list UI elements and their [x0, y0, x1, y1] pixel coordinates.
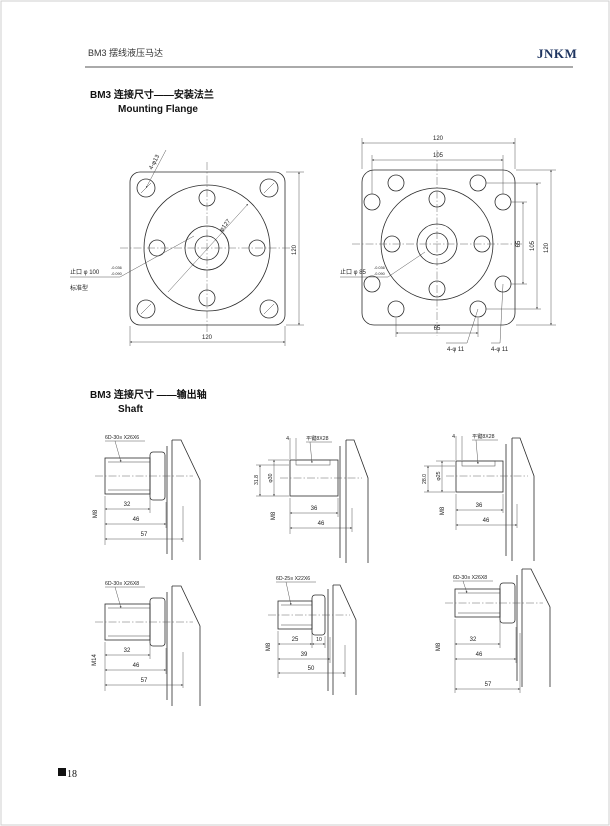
dim-length-1: 32 — [124, 502, 131, 508]
thread-size: M8 — [266, 642, 272, 651]
dim-length-2: 46 — [133, 663, 140, 669]
spline-spec: 6D-30≡ X26X8 — [105, 581, 139, 587]
dim-v-outer: 120 — [544, 242, 550, 253]
shaft-drawing-spline-1: 32 46 57 M8 6D-30≡ X26X6 — [93, 435, 201, 560]
flange-section-title-cn: BM3 连接尺寸——安装法兰 — [90, 88, 214, 101]
page-footer: 18 — [58, 768, 77, 780]
dim-length-1: 25 — [292, 637, 299, 643]
holes-leader-2 — [491, 283, 504, 344]
pilot-tol-upper: -0.036 — [111, 266, 122, 270]
shaft-drawing-spline-2: 32 46 57 M14 6D-30≡ X26X8 — [92, 581, 201, 706]
dim-length-1: 32 — [124, 648, 131, 654]
page-number: 18 — [67, 769, 77, 780]
flange-outline — [129, 171, 286, 326]
thread-size: M8 — [436, 642, 442, 651]
dim-hole-span: 105 — [433, 153, 444, 159]
dim-length-2: 46 — [318, 521, 325, 527]
spline-spec: 6D-25≡ X22X6 — [276, 576, 310, 582]
hole-spec-1: 4-φ 11 — [447, 347, 465, 353]
keyway — [295, 459, 331, 466]
brand-logo: JNKM — [537, 46, 577, 61]
holes-leader-1 — [446, 308, 479, 344]
dim-length-1: 36 — [311, 506, 318, 512]
dim-length-2: 46 — [476, 652, 483, 658]
dim-length-3: 57 — [141, 678, 148, 684]
dim-length-2: 39 — [301, 652, 308, 658]
flange-section-title-en: Mounting Flange — [118, 104, 198, 115]
key-height: 31.8 — [254, 475, 260, 485]
key-height: 28.0 — [422, 474, 428, 484]
pilot-leader — [70, 235, 195, 278]
pilot-tol-upper: -0.036 — [374, 266, 385, 270]
pilot-diameter: 止口 φ 85 — [340, 268, 367, 276]
spline-spec: 6D-30≡ X26X8 — [453, 575, 487, 581]
thread-size: M8 — [440, 506, 446, 515]
shaft-drawing-keyed-2: 4 平键8X28 28.0 φ25 M8 36 46 — [422, 432, 535, 561]
dim-length-3: 50 — [308, 666, 315, 672]
pilot-leader — [340, 251, 426, 278]
motor-housing — [333, 584, 357, 695]
shaft-section-title-en: Shaft — [118, 404, 144, 415]
key-offset: 4 — [286, 436, 289, 442]
motor-housing — [172, 585, 201, 706]
shaft-drawing-spline-3: 25 10 39 50 M8 6D-25≡ X22X6 — [266, 576, 357, 695]
shaft-drawing-spline-4: 32 46 57 M8 6D-30≡ X26X8 — [436, 568, 551, 693]
motor-housing — [172, 439, 201, 560]
page-marker-square — [58, 768, 66, 776]
key-offset: 4 — [452, 434, 455, 440]
page-header: BM3 摆线液压马达 JNKM — [85, 46, 577, 68]
hole-spec-2: 4-φ 11 — [491, 347, 509, 353]
dim-length-2: 46 — [483, 518, 490, 524]
flange-type-label: 标准型 — [70, 284, 88, 292]
dim-width: 120 — [202, 335, 213, 341]
shaft-diameter: φ30 — [268, 473, 274, 482]
dim-v-mid: 105 — [530, 240, 536, 251]
dim-length-2: 46 — [133, 517, 140, 523]
dim-length-3: 57 — [141, 532, 148, 538]
dim-collar: 10 — [316, 637, 322, 643]
thread-size: M14 — [92, 654, 98, 666]
flange-drawing-square: 120 105 65 105 120 65 4-φ 11 4-φ 11 止口 φ… — [340, 136, 556, 353]
dim-bottom: 65 — [434, 326, 441, 332]
motor-housing — [346, 439, 369, 563]
dim-width: 120 — [433, 136, 444, 142]
dim-length-3: 57 — [485, 682, 492, 688]
motor-housing — [522, 568, 551, 687]
shaft-section-title-cn: BM3 连接尺寸 ——输出轴 — [90, 388, 207, 401]
dim-length-1: 32 — [470, 637, 477, 643]
motor-housing — [512, 437, 535, 561]
dim-length-1: 36 — [476, 503, 483, 509]
spline-spec: 6D-30≡ X26X6 — [105, 435, 139, 441]
shaft-diameter: φ25 — [436, 471, 442, 480]
dim-height: 120 — [292, 244, 298, 255]
pilot-tol-lower: -0.090 — [374, 272, 385, 276]
shaft-drawing-keyed-1: 4 平键8X28 31.8 φ30 M8 36 46 — [254, 434, 369, 563]
key-spec: 平键8X28 — [472, 432, 495, 440]
flange-outline — [361, 169, 516, 326]
keyway — [461, 460, 496, 467]
dim-v-inner: 65 — [516, 240, 522, 247]
pilot-diameter: 止口 φ 100 — [70, 268, 100, 276]
pilot-tol-lower: -0.090 — [111, 272, 122, 276]
key-spec: 平键8X28 — [306, 434, 329, 442]
header-title: BM3 摆线液压马达 — [88, 47, 163, 58]
thread-size: M8 — [93, 509, 99, 518]
thread-size: M8 — [271, 511, 277, 520]
